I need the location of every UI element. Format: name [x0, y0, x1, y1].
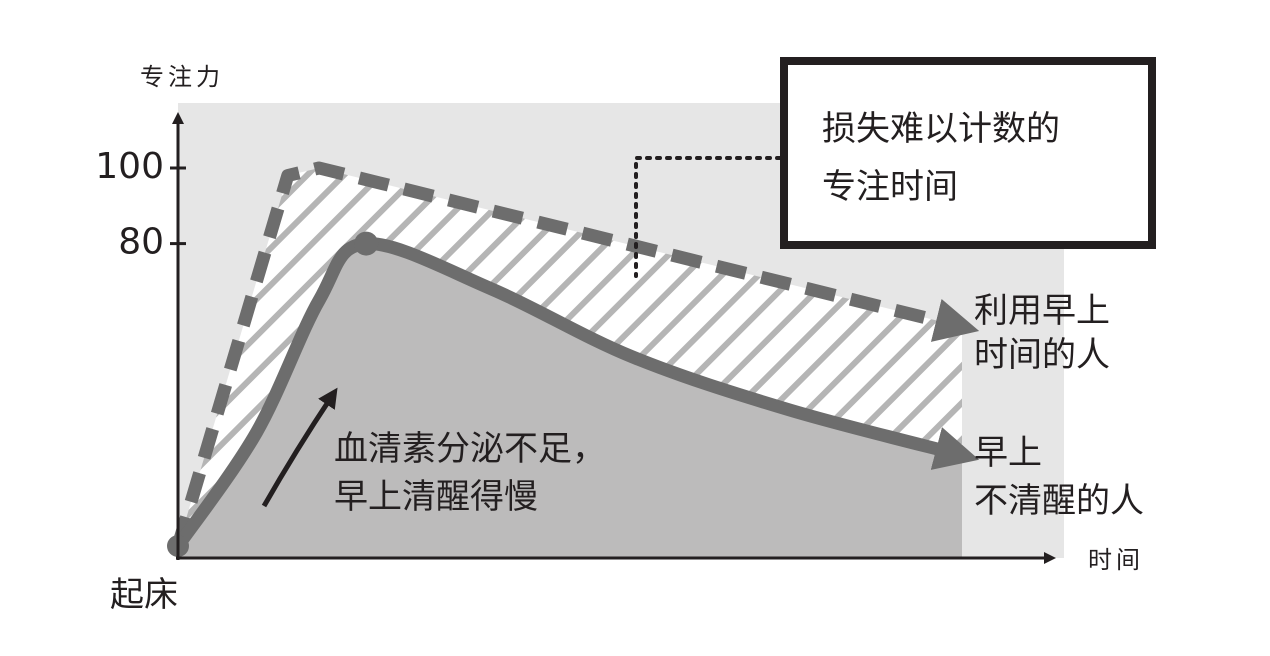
series-label-morning-users-line1: 利用早上	[974, 291, 1110, 331]
x-start-label: 起床	[110, 575, 178, 615]
series-label-morning-users-line2: 时间的人	[974, 335, 1110, 375]
callout-text-line2: 专注时间	[822, 167, 958, 207]
series-label-groggy-line1: 早上	[974, 433, 1042, 473]
series-label-groggy-line2: 不清醒的人	[974, 481, 1144, 521]
callout-box	[780, 57, 1156, 249]
callout-leader	[634, 156, 782, 278]
x-axis-title: 时间	[1088, 546, 1144, 574]
callout-text-line1: 损失难以计数的	[822, 109, 1060, 149]
groggy-fill-area	[178, 243, 962, 558]
y-tick-label-80: 80	[118, 222, 164, 263]
y-tick-label-100: 100	[95, 146, 164, 187]
rising-arrow	[261, 387, 338, 508]
arrow-annotation-line2: 早上清醒得慢	[334, 477, 538, 517]
series-line-groggy-people	[171, 237, 980, 553]
arrow-annotation-line1: 血清素分泌不足，	[334, 429, 606, 469]
y-axis-title: 专注力	[140, 63, 224, 91]
peak-point	[354, 231, 379, 256]
series-line-morning-users	[171, 161, 980, 548]
